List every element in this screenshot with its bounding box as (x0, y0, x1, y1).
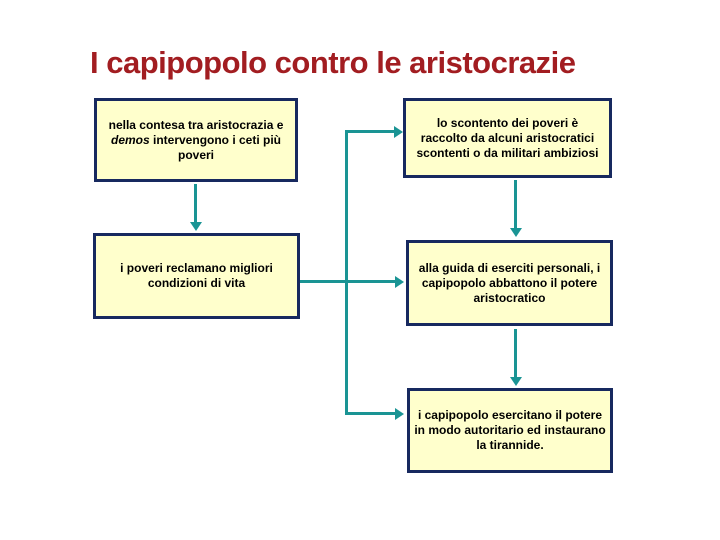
flow-box-text: alla guida di eserciti personali, i capi… (418, 260, 601, 305)
arrowhead-down-icon (510, 228, 522, 237)
flow-box-poveri-reclamano: i poveri reclamano migliori condizioni d… (93, 233, 300, 319)
arrowhead-down-icon (190, 222, 202, 231)
slide-title: I capipopolo contro le aristocrazie (90, 45, 576, 80)
flow-box-text: i capipopolo esercitano il potere in mod… (414, 408, 606, 452)
connector-line-to-box5 (345, 412, 395, 415)
flow-box-capipopolo-abbattono: alla guida di eserciti personali, i capi… (406, 240, 613, 326)
flow-box-text: lo scontento dei poveri è raccolto da al… (416, 115, 599, 160)
connector-line (514, 180, 517, 228)
connector-line (514, 329, 517, 377)
flow-box-scontento-poveri: lo scontento dei poveri è raccolto da al… (403, 98, 612, 178)
flow-box-tirannide: i capipopolo esercitano il potere in mod… (407, 388, 613, 473)
arrowhead-down-icon (510, 377, 522, 386)
flow-box-contesa-aristocrazia-demos: nella contesa tra aristocrazia e demos i… (94, 98, 298, 182)
arrowhead-right-icon (395, 408, 404, 420)
connector-line-to-box2 (345, 130, 394, 133)
connector-trunk-line (345, 130, 348, 415)
flow-box-text: nella contesa tra aristocrazia e demos i… (108, 117, 284, 162)
connector-line (194, 184, 197, 222)
arrowhead-right-icon (394, 126, 403, 138)
flow-box-text: i poveri reclamano migliori condizioni d… (120, 261, 273, 290)
demos-italic: demos (110, 132, 150, 147)
arrowhead-right-icon (395, 276, 404, 288)
